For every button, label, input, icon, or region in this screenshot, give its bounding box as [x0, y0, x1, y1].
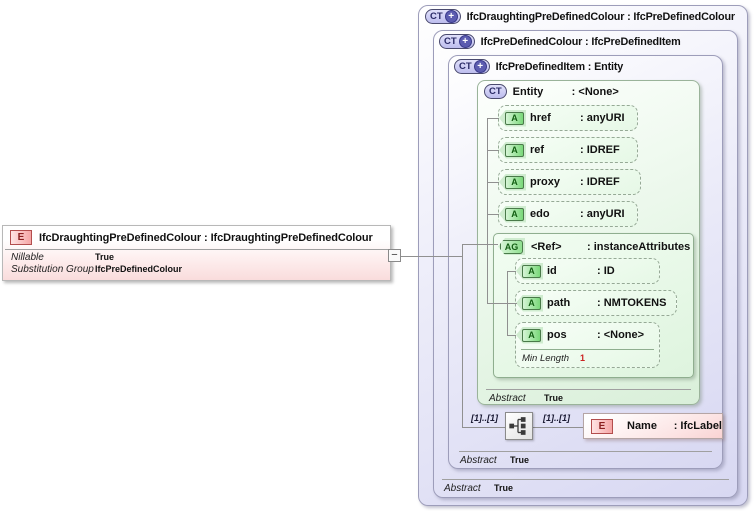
- attribute-icon: A: [516, 262, 543, 280]
- a-badge-label: A: [505, 111, 524, 125]
- group-type: : instanceAttributes: [587, 240, 691, 253]
- sequence-icon[interactable]: [505, 412, 533, 440]
- attribute-type: : anyURI: [580, 208, 625, 220]
- connector-line: [487, 182, 499, 183]
- attribute-type: : ID: [597, 265, 615, 277]
- attribute-icon: A: [499, 205, 526, 223]
- ag-badge-label: AG: [500, 239, 523, 254]
- cardinality-right: [1]..[1]: [543, 413, 570, 423]
- a-badge-label: A: [505, 207, 524, 221]
- abstract-label: Abstract: [460, 455, 497, 466]
- attribute-type: : NMTOKENS: [597, 297, 667, 309]
- sequence-glyph: [509, 417, 526, 435]
- attribute-name: path: [547, 297, 571, 309]
- attribute-box-href[interactable]: A href : anyURI: [498, 105, 638, 131]
- abstract-value: True: [510, 455, 530, 465]
- attribute-type: : IDREF: [580, 144, 620, 156]
- abstract-value: True: [544, 393, 564, 403]
- attribute-name: proxy: [530, 176, 560, 188]
- attribute-icon: A: [499, 173, 526, 191]
- connector-line: [487, 303, 517, 304]
- attribute-box-ref[interactable]: A ref : IDREF: [498, 137, 638, 163]
- ct-badge-label: CT: [459, 61, 472, 72]
- attribute-name: pos: [547, 329, 567, 341]
- element-name: Name: [627, 420, 657, 432]
- complextype-title: IfcPreDefinedColour : IfcPreDefinedItem: [480, 35, 681, 48]
- connector-line: [462, 427, 505, 428]
- complextype-icon: CT: [484, 84, 507, 99]
- attribute-name: href: [530, 112, 551, 124]
- collapse-toggle-icon[interactable]: −: [388, 249, 401, 262]
- abstract-label: Abstract: [444, 483, 481, 494]
- element-box-name[interactable]: E Name : IfcLabel: [583, 413, 723, 439]
- attribute-box-edo[interactable]: A edo : anyURI: [498, 201, 638, 227]
- connector-line: [533, 427, 583, 428]
- element-type: : IfcLabel: [673, 420, 722, 432]
- plus-icon: +: [444, 10, 458, 23]
- attribute-box-id[interactable]: A id : ID: [515, 258, 660, 284]
- abstract-separator: [459, 451, 712, 452]
- entity-name: Entity: [512, 85, 544, 98]
- attribute-box-path[interactable]: A path : NMTOKENS: [515, 290, 677, 316]
- a-badge-label: A: [505, 143, 524, 157]
- cardinality-left: [1]..[1]: [471, 413, 498, 423]
- attribute-type: : IDREF: [580, 176, 620, 188]
- plus-icon: +: [473, 60, 487, 73]
- complextype-icon: CT+: [425, 9, 461, 24]
- abstract-value: True: [494, 483, 514, 493]
- facet-value: 1: [580, 353, 586, 363]
- ct-badge-label: CT: [430, 11, 443, 22]
- attribute-name: id: [547, 265, 557, 277]
- element-icon: E: [591, 418, 613, 434]
- attribute-icon: A: [499, 141, 526, 159]
- complextype-title: IfcPreDefinedItem : Entity: [495, 60, 624, 73]
- connector-line: [462, 244, 498, 245]
- connector-line: [507, 335, 516, 336]
- attribute-box-proxy[interactable]: A proxy : IDREF: [498, 169, 641, 195]
- connector-line: [507, 271, 516, 272]
- connector-line: [487, 214, 499, 215]
- element-title: IfcDraughtingPreDefinedColour : IfcDraug…: [39, 231, 373, 244]
- attribute-box-pos[interactable]: A pos : <None> Min Length 1: [515, 322, 660, 368]
- connector-line: [487, 118, 488, 304]
- complextype-icon: CT+: [454, 59, 490, 74]
- property-value: True: [95, 252, 115, 262]
- connector-line: [487, 150, 499, 151]
- element-box-ifcdraughtingpredefinedcolour[interactable]: E IfcDraughtingPreDefinedColour : IfcDra…: [2, 225, 391, 281]
- group-name: <Ref>: [531, 240, 562, 253]
- attribute-type: : anyURI: [580, 112, 625, 124]
- abstract-separator: [442, 479, 729, 480]
- attribute-icon: A: [516, 326, 543, 344]
- property-value: IfcPreDefinedColour: [95, 264, 183, 274]
- attribute-group-icon: AG: [498, 238, 525, 255]
- complextype-icon: CT+: [439, 34, 475, 49]
- property-label: Nillable: [11, 252, 44, 263]
- attribute-icon: A: [499, 109, 526, 127]
- property-label: Substitution Group: [11, 264, 94, 275]
- connector-line: [507, 271, 508, 336]
- title-separator: [5, 249, 388, 250]
- plus-icon: +: [458, 35, 472, 48]
- facet-label: Min Length: [522, 353, 570, 364]
- facet-separator: [521, 349, 654, 350]
- attribute-name: edo: [530, 208, 550, 220]
- connector-line: [401, 256, 462, 257]
- a-badge-label: A: [522, 296, 541, 310]
- complextype-title: IfcDraughtingPreDefinedColour : IfcPreDe…: [466, 10, 735, 23]
- a-badge-label: A: [522, 264, 541, 278]
- abstract-label: Abstract: [489, 393, 526, 404]
- element-icon: E: [10, 230, 32, 245]
- ct-badge-label: CT: [489, 86, 502, 97]
- connector-line: [462, 244, 463, 428]
- ct-badge-label: CT: [444, 36, 457, 47]
- attribute-icon: A: [516, 294, 543, 312]
- a-badge-label: A: [522, 328, 541, 342]
- attribute-name: ref: [530, 144, 545, 156]
- connector-line: [487, 118, 499, 119]
- entity-type: : <None>: [571, 85, 619, 98]
- attribute-type: : <None>: [597, 329, 645, 341]
- abstract-separator: [486, 389, 691, 390]
- a-badge-label: A: [505, 175, 524, 189]
